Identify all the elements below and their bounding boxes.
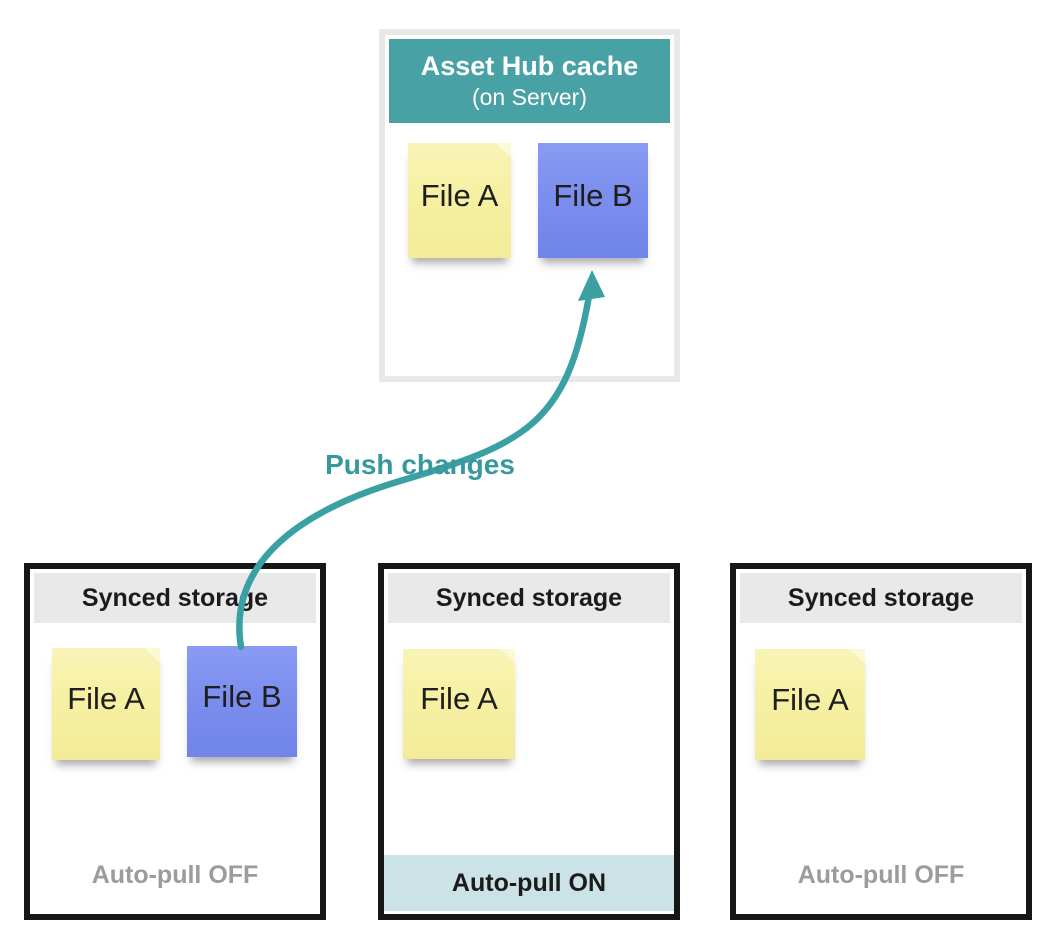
server-sticky-note-file-b: File B	[538, 143, 648, 258]
sticky-note-label: File A	[420, 681, 498, 716]
server-box-title: Asset Hub cache	[420, 51, 639, 81]
client-1-header: Synced storage	[34, 573, 316, 623]
sticky-note-label: File B	[553, 177, 633, 213]
client-box-3: Synced storage File A Auto-pull OFF	[730, 563, 1032, 920]
server-box-header: Asset Hub cache (on Server)	[389, 39, 670, 123]
client-box-1: Synced storage File A File B Auto-pull O…	[24, 563, 326, 920]
sticky-note-label: File A	[771, 681, 849, 717]
sticky-note-label: File A	[67, 681, 145, 716]
client-3-autopull-status: Auto-pull OFF	[797, 861, 965, 889]
sticky-note-label: File B	[202, 678, 282, 714]
client-3-sticky-note-file-a: File A	[755, 649, 865, 760]
client-1-sticky-note-file-a: File A	[52, 648, 160, 760]
client-2-autopull-status: Auto-pull ON	[384, 855, 674, 911]
client-1-sticky-note-file-b: File B	[187, 646, 297, 757]
sticky-note-label: File A	[420, 177, 499, 213]
server-box: Asset Hub cache (on Server) File A File …	[379, 29, 680, 382]
server-box-subtitle: (on Server)	[471, 84, 588, 110]
client-2-sticky-note-file-a: File A	[403, 649, 515, 759]
client-box-2: Synced storage File A Auto-pull ON	[378, 563, 680, 920]
push-changes-label: Push changes	[325, 449, 515, 480]
client-2-header: Synced storage	[388, 573, 670, 623]
client-3-header: Synced storage	[740, 573, 1022, 623]
server-sticky-note-file-a: File A	[408, 143, 511, 258]
client-1-autopull-status: Auto-pull OFF	[91, 861, 259, 889]
